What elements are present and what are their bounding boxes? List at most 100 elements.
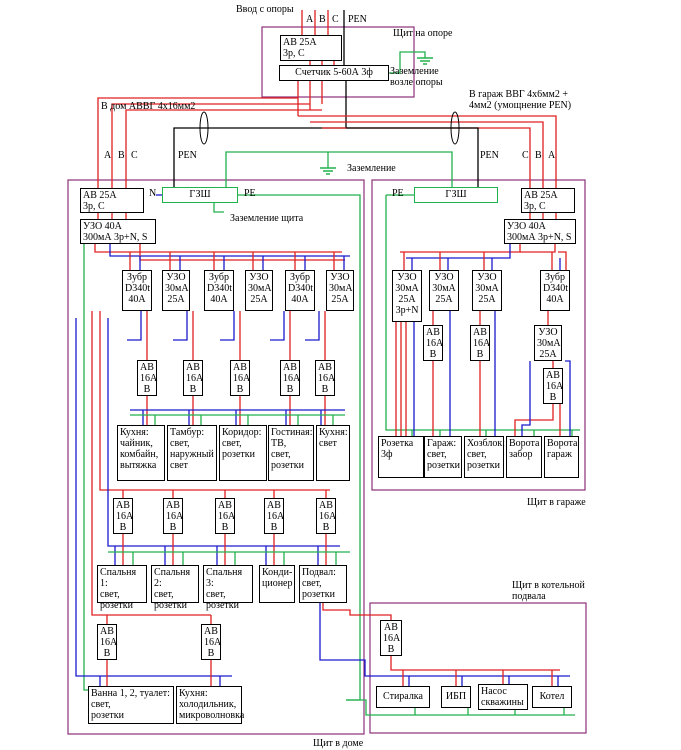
house-pe-label: PE bbox=[244, 188, 256, 199]
house-dist-blue bbox=[109, 244, 350, 257]
boiler-panel-label: Щит в котельной подвала bbox=[512, 580, 585, 602]
house-phase-b: B bbox=[118, 150, 125, 161]
garage-main-breaker: АВ 25А 3р, С bbox=[521, 188, 575, 213]
house-module-4: УЗО 30мА 25А bbox=[245, 270, 273, 311]
garage-trunk-pen bbox=[346, 127, 479, 187]
house-load-r1-5: Кухня: свет bbox=[316, 425, 350, 481]
r2-red-bus bbox=[99, 311, 330, 491]
garage-dist-red2 bbox=[520, 244, 556, 253]
garage-load-3: Хозблок: свет, розетки bbox=[464, 436, 505, 478]
house-enclosure bbox=[67, 179, 365, 735]
garage-gzsh: ГЗШ bbox=[414, 187, 498, 203]
pole-breaker: АВ 25А 3р, С bbox=[280, 35, 342, 61]
boiler-breaker: АВ 16А B bbox=[380, 620, 402, 656]
g-gate-red bbox=[514, 404, 554, 436]
house-breaker-r1-4: АВ 16А B bbox=[280, 360, 300, 396]
house-panel-ground: Заземление щита bbox=[230, 213, 304, 224]
house-trunk-c bbox=[125, 109, 322, 188]
house-breaker-r2-2: АВ 16А B bbox=[163, 498, 183, 534]
g-gate2-blue bbox=[565, 360, 571, 436]
house-load-r1-3: Коридор: свет, розетки bbox=[219, 425, 267, 481]
boiler-red-bus bbox=[390, 656, 560, 671]
r1-blue-1 bbox=[173, 311, 188, 341]
house-load-r2-4: Конди- ционер bbox=[259, 565, 295, 603]
house-breaker-r1-5: АВ 16А B bbox=[315, 360, 335, 396]
supply-title: Ввод с опоры bbox=[236, 4, 294, 15]
house-breaker-r2-1: АВ 16А B bbox=[113, 498, 133, 534]
house-dist-red bbox=[94, 244, 342, 253]
house-trunk-pen bbox=[173, 127, 346, 187]
g-gate-blue bbox=[521, 361, 531, 436]
house-load-r2-2: Спальня 2: свет, розетки bbox=[151, 565, 199, 611]
garage-load-4: Ворота забор bbox=[506, 436, 542, 478]
r1-blue-2 bbox=[220, 311, 235, 341]
boiler-feed-green bbox=[346, 699, 575, 716]
ground-label: Заземление bbox=[347, 163, 396, 174]
pole-ground-wire bbox=[389, 51, 426, 74]
house-breaker-r1-3: АВ 16А B bbox=[230, 360, 250, 396]
house-n-label: N bbox=[149, 188, 157, 199]
garage-load-5: Ворота гараж bbox=[544, 436, 579, 478]
house-load-r3-2: Кухня: холодильник, микроволновка bbox=[176, 686, 244, 724]
house-trunk-a bbox=[97, 97, 298, 188]
house-module-2: УЗО 30мА 25А bbox=[162, 270, 190, 311]
garage-rcd-main: УЗО 40А 300мА 3р+N, S bbox=[504, 219, 576, 244]
garage-pen: PEN bbox=[480, 150, 499, 161]
house-module-6: УЗО 30мА 25А bbox=[326, 270, 354, 311]
house-load-r2-3: Спальня 3: свет, розетки bbox=[203, 565, 253, 611]
supply-pen: PEN bbox=[348, 14, 367, 25]
boiler-load-2: ИБП bbox=[441, 686, 471, 708]
supply-phase-c: C bbox=[332, 14, 339, 25]
house-phase-a: А bbox=[104, 150, 112, 161]
g-mod4-red bbox=[558, 251, 567, 270]
ground-link bbox=[225, 151, 453, 187]
house-load-r1-4: Гостиная: ТВ, свет, розетки bbox=[268, 425, 314, 481]
house-breaker-r3-2: АВ 16А B bbox=[201, 624, 221, 660]
house-module-5: Зубр D340t 40А bbox=[285, 270, 315, 311]
house-breaker-r1-1: АВ 16А B bbox=[137, 360, 157, 396]
boiler-enclosure bbox=[369, 602, 587, 734]
house-panel-ground-wire bbox=[213, 203, 224, 213]
r1-blue-4 bbox=[305, 311, 320, 341]
garage-dist-blue bbox=[406, 244, 511, 259]
boiler-feed-blue bbox=[319, 603, 570, 677]
garage-cable-label: В гараж ВВГ 4х6мм2 + 4мм2 (умощнение PEN… bbox=[469, 89, 572, 111]
boiler-load-3: Насос скважины bbox=[478, 684, 528, 710]
house-breaker-r2-4: АВ 16А B bbox=[264, 498, 284, 534]
boiler-feed-red bbox=[322, 603, 392, 620]
r2-blue-bus bbox=[107, 318, 340, 547]
garage-phase-b: B bbox=[535, 150, 542, 161]
house-phase-c: C bbox=[131, 150, 138, 161]
pole-enclosure bbox=[261, 26, 415, 98]
house-breaker-r3-1: АВ 16А B bbox=[97, 624, 117, 660]
house-load-r3-1: Ванна 1, 2, туалет: свет, розетки bbox=[88, 686, 174, 724]
boiler-load-1: Стиралка bbox=[376, 686, 430, 708]
garage-trunk-a bbox=[298, 115, 557, 188]
garage-breaker-1: АВ 16А B bbox=[423, 325, 443, 361]
house-pe-left bbox=[83, 244, 88, 691]
garage-module-4: Зубр D340t 40А bbox=[540, 270, 570, 311]
garage-pe-label: PE bbox=[392, 188, 404, 199]
house-breaker-r2-5: АВ 16А B bbox=[316, 498, 336, 534]
house-load-r1-1: Кухня: чайник, комбайн, вытяжка bbox=[117, 425, 165, 481]
supply-phase-b: B bbox=[319, 14, 326, 25]
garage-load-1: Розетка 3ф bbox=[378, 436, 424, 478]
garage-module-2: УЗО 30мА 25А bbox=[429, 270, 459, 311]
house-gzsh: ГЗШ bbox=[162, 187, 238, 203]
house-cable-label: В дом АВВГ 4х16мм2 bbox=[101, 101, 196, 112]
house-load-r1-2: Тамбур: свет, наружный свет bbox=[167, 425, 217, 481]
house-cable-sleeve bbox=[199, 111, 209, 145]
garage-phase-a: A bbox=[548, 150, 556, 161]
house-module-3: Зубр D340t 40А bbox=[204, 270, 234, 311]
house-pen: PEN bbox=[178, 150, 197, 161]
house-panel-label: Щит в доме bbox=[313, 738, 364, 749]
garage-dist-red bbox=[400, 244, 521, 253]
house-main-breaker: АВ 25А 3р, С bbox=[80, 188, 144, 213]
house-load-r2-5: Подвал: свет, розетки bbox=[299, 565, 347, 603]
garage-phase-c: C bbox=[522, 150, 529, 161]
boiler-load-4: Котел bbox=[532, 686, 572, 708]
garage-rcd-sub: УЗО 30мА 25А bbox=[534, 325, 562, 361]
house-breaker-r1-2: АВ 16А B bbox=[183, 360, 203, 396]
